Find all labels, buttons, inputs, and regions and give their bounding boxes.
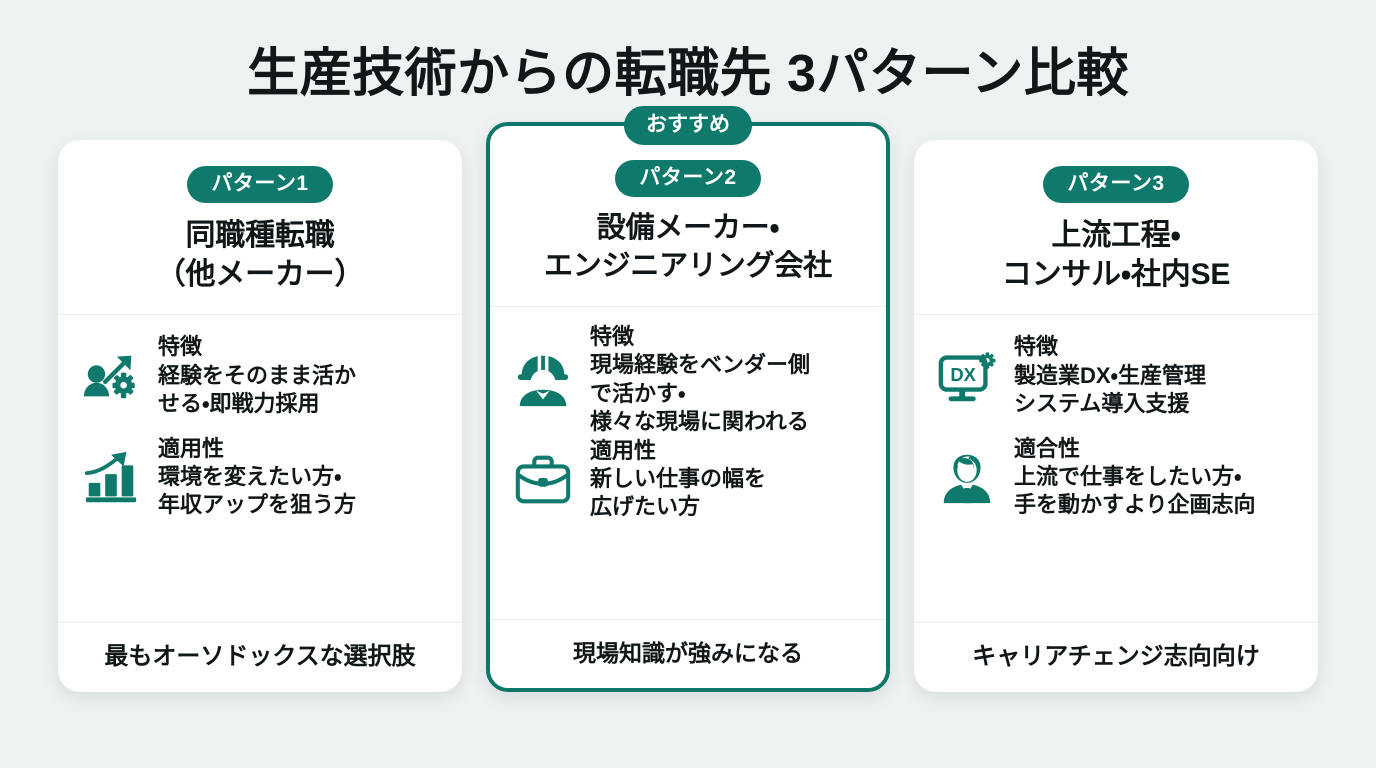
pattern-card-2: おすすめ パターン2 設備メーカー・ エンジニアリング会社 <box>486 106 890 693</box>
card-3-feature-2-text: 適合性 上流で仕事をしたい方・ 手を動かすより企画志向 <box>1014 435 1300 520</box>
card-2-title: 設備メーカー・ エンジニアリング会社 <box>543 212 832 283</box>
card-3-feature-2-desc: 上流で仕事をしたい方・ 手を動かすより企画志向 <box>1014 463 1256 518</box>
dx-monitor-gear-icon: DX <box>930 339 1004 413</box>
card-2-feature-1-label: 特徴 <box>590 323 635 349</box>
card-3-body: DX <box>914 315 1318 624</box>
card-3-feature-1-label: 特徴 <box>1014 334 1059 360</box>
pattern-card-1: パターン1 同職種転職 （他メーカー） <box>58 140 462 693</box>
card-3-header: パターン3 上流工程・ コンサル・社内SE <box>914 140 1318 316</box>
card-1-feature-2: 適用性 環境を変えたい方・ 年収アップを狙う方 <box>74 435 444 520</box>
card-1-feature-2-text: 適用性 環境を変えたい方・ 年収アップを狙う方 <box>158 435 444 520</box>
growth-bar-chart-icon <box>74 440 148 514</box>
pattern-card-3: パターン3 上流工程・ コンサル・社内SE DX <box>914 140 1318 693</box>
card-2-feature-1-text: 特徴 現場経験をベンダー側 で活かす・ 様々な現場に関われる <box>590 323 868 437</box>
card-1-pattern-badge: パターン1 <box>187 166 333 204</box>
card-1-header: パターン1 同職種転職 （他メーカー） <box>58 140 462 316</box>
businessman-icon <box>930 440 1004 514</box>
card-1-feature-1-desc: 経験をそのまま活か せる・即戦力採用 <box>158 362 357 417</box>
card-1-feature-1: 特徴 経験をそのまま活か せる・即戦力採用 <box>74 333 444 418</box>
card-1-feature-1-label: 特徴 <box>158 334 203 360</box>
recommend-badge: おすすめ <box>624 106 752 146</box>
card-2-feature-2: 適用性 新しい仕事の幅を 広げたい方 <box>506 437 868 522</box>
card-1-feature-2-label: 適用性 <box>158 435 225 461</box>
card-3-pattern-badge: パターン3 <box>1043 166 1189 204</box>
card-3-footer: キャリアチェンジ志向向け <box>972 643 1260 671</box>
card-1-body: 特徴 経験をそのまま活か せる・即戦力採用 <box>58 315 462 624</box>
card-2-feature-1-desc: 現場経験をベンダー側 で活かす・ 様々な現場に関われる <box>590 351 811 435</box>
card-1-feature-2-desc: 環境を変えたい方・ 年収アップを狙う方 <box>158 463 357 518</box>
card-2-footer: 現場知識が強みになる <box>573 640 803 667</box>
page-title: 生産技術からの転職先 3パターン比較 <box>247 45 1129 103</box>
card-3-title: 上流工程・ コンサル・社内SE <box>1001 219 1231 292</box>
card-3-feature-2: 適合性 上流で仕事をしたい方・ 手を動かすより企画志向 <box>930 435 1300 520</box>
engineer-helmet-icon <box>506 343 580 417</box>
card-2-feature-2-label: 適用性 <box>590 437 657 463</box>
card-2-feature-2-text: 適用性 新しい仕事の幅を 広げたい方 <box>590 437 868 522</box>
title-section: 生産技術からの転職先 3パターン比較 <box>0 0 1376 103</box>
card-2-body: 特徴 現場経験をベンダー側 で活かす・ 様々な現場に関われる <box>490 307 886 621</box>
card-2-pattern-badge: パターン2 <box>615 160 761 198</box>
comparison-cards-row: パターン1 同職種転職 （他メーカー） <box>0 106 1376 693</box>
card-1-feature-1-text: 特徴 経験をそのまま活か せる・即戦力採用 <box>158 333 444 418</box>
card-3-feature-1-desc: 製造業DX・生産管理 システム導入支援 <box>1014 362 1207 417</box>
card-1-footer: 最もオーソドックスな選択肢 <box>104 643 416 671</box>
briefcase-icon <box>506 442 580 516</box>
svg-text:DX: DX <box>950 364 976 385</box>
card-2-header: パターン2 設備メーカー・ エンジニアリング会社 <box>490 126 886 307</box>
card-3-feature-2-label: 適合性 <box>1014 435 1081 461</box>
card-2-feature-1: 特徴 現場経験をベンダー側 で活かす・ 様々な現場に関われる <box>506 323 868 437</box>
card-1-title: 同職種転職 （他メーカー） <box>155 219 365 292</box>
card-3-feature-1: DX <box>930 333 1300 418</box>
person-gear-arrow-icon <box>74 339 148 413</box>
card-3-feature-1-text: 特徴 製造業DX・生産管理 システム導入支援 <box>1014 333 1300 418</box>
card-2-feature-2-desc: 新しい仕事の幅を 広げたい方 <box>590 465 767 520</box>
